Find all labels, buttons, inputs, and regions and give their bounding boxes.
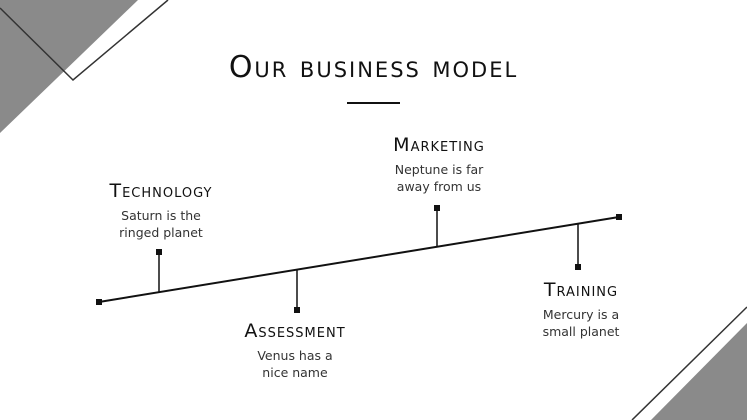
top-left-chevron-line <box>0 0 169 82</box>
stage-title: Training <box>543 279 619 301</box>
page-title: Our business model <box>228 50 519 85</box>
stage-marketing: Marketing Neptune is far away from us <box>369 134 509 195</box>
stage-description: Mercury is a small planet <box>511 306 651 340</box>
stage-description-line: Mercury is a <box>542 307 620 322</box>
technology-marker <box>156 249 162 255</box>
timeline-end-marker <box>616 214 622 220</box>
timeline-start-marker <box>96 299 102 305</box>
stage-description: Neptune is far away from us <box>369 161 509 195</box>
stage-technology: Technology Saturn is the ringed planet <box>91 180 231 241</box>
stage-title: Marketing <box>393 134 485 156</box>
training-marker <box>575 264 581 270</box>
assessment-marker <box>294 307 300 313</box>
stage-training: Training Mercury is a small planet <box>511 279 651 340</box>
bottom-right-diagonal-line <box>631 306 747 420</box>
stage-description: Venus has a nice name <box>225 347 365 381</box>
timeline-axis <box>98 216 620 303</box>
stage-description-line: Neptune is far <box>394 162 484 177</box>
stage-description-line: Saturn is the <box>121 208 201 223</box>
stage-description-line: ringed planet <box>119 225 203 240</box>
stage-title: Technology <box>109 180 213 202</box>
top-left-triangle <box>0 0 138 133</box>
marketing-marker <box>434 205 440 211</box>
stage-description-line: small planet <box>542 324 620 339</box>
title-underline <box>347 102 400 104</box>
stage-assessment: Assessment Venus has a nice name <box>225 320 365 381</box>
stage-description-line: nice name <box>262 365 328 380</box>
bottom-right-triangle <box>651 323 747 420</box>
stage-title: Assessment <box>244 320 346 342</box>
stage-description-line: away from us <box>396 179 482 194</box>
stage-description: Saturn is the ringed planet <box>91 207 231 241</box>
stage-description-line: Venus has a <box>257 348 333 363</box>
